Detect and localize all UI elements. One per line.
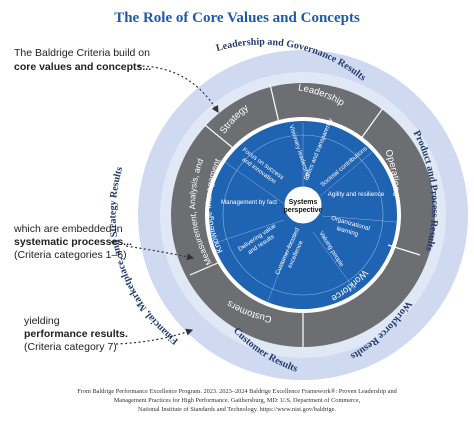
source-line1: From Baldrige Performance Excellence Pro… [77,388,397,395]
core-values-dividers [211,123,397,302]
note3-line3: (Criteria category 7) [24,341,117,353]
arrow-to-results [115,328,194,345]
core-value-agility-resilience: Agility and resilience [328,191,385,198]
note2-line3: (Criteria categories 1–6) [14,249,127,261]
source-line2: Management Practices for High Performanc… [114,397,361,404]
process-ring-dividers [189,83,421,347]
center-label-line1: Systems [289,199,318,206]
arrow-to-processes [125,245,195,261]
core-value-management-by-fact: Management by fact [221,199,277,206]
diagram-title: The Role of Core Values and Concepts [114,10,360,26]
note2-line1: which are embedded in [13,223,123,235]
note2-line2: systematic processes... [14,236,132,248]
note1-line1: The Baldrige Criteria build on [14,47,150,59]
note3-line1: yielding [24,315,60,327]
source-line3: National Institute of Standards and Tech… [138,406,336,413]
systems-perspective-circle [283,185,323,225]
note3-line2: performance results. [24,328,128,340]
arrow-to-core-values [137,65,219,114]
note1-line2: core values and concepts... [14,61,151,73]
center-label-line2: perspective [284,207,323,214]
